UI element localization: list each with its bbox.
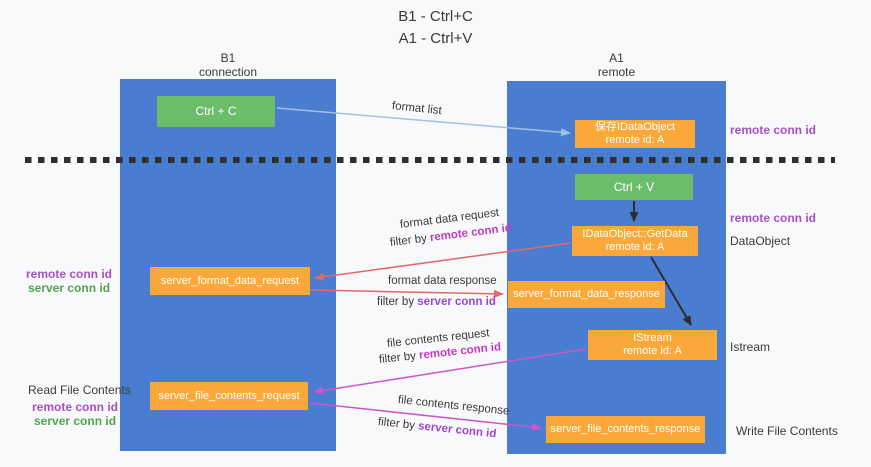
node-server-format-data-request: server_format_data_request: [150, 267, 310, 295]
node-idataobject-getdata: IDataObject::GetData remote id: A: [572, 226, 698, 256]
right-dataobject-label: DataObject: [730, 234, 791, 248]
node-server-format-data-response: server_format_data_response: [508, 281, 665, 308]
istream-line1: IStream: [633, 332, 672, 344]
save-idataobject-line2: remote id: A: [605, 134, 665, 146]
istream-line2: remote id: A: [623, 345, 682, 357]
file-response-label: server_file_contents_response: [550, 423, 701, 435]
right-istream-label: Istream: [730, 340, 771, 354]
dashed-divider: [25, 157, 835, 163]
node-istream: IStream remote id: A: [588, 330, 717, 360]
label-file-contents-response: file contents response: [397, 394, 510, 418]
filter-by-text: filter by: [389, 232, 428, 249]
left-server-conn-id-2: server conn id: [34, 414, 117, 428]
getdata-line2: remote id: A: [605, 241, 665, 253]
label-format-data-response: format data response: [388, 275, 497, 287]
right-remote-conn-id-mid: remote conn id: [730, 211, 817, 225]
lane-b1-name: B1: [220, 51, 236, 65]
filter-by-text: filter by: [378, 350, 417, 366]
diagram-title: B1 - Ctrl+C A1 - Ctrl+V: [0, 6, 871, 50]
title-line-2: A1 - Ctrl+V: [398, 30, 473, 47]
save-idataobject-line1: 保存IDataObject: [594, 121, 676, 133]
node-save-idataobject: 保存IDataObject remote id: A: [575, 120, 695, 148]
lane-header-a1: A1 remote: [507, 51, 726, 79]
lane-a1-role: remote: [597, 65, 636, 79]
left-server-conn-id-1: server conn id: [28, 281, 111, 295]
node-server-file-contents-request: server_file_contents_request: [150, 382, 308, 410]
server-conn-id-highlight: server conn id: [417, 296, 496, 308]
format-request-label: server_format_data_request: [160, 274, 300, 287]
left-remote-conn-id-2: remote conn id: [32, 400, 119, 414]
label-format-list: format list: [391, 100, 443, 118]
right-remote-conn-id-top: remote conn id: [730, 123, 817, 137]
getdata-line1: IDataObject::GetData: [582, 228, 688, 240]
file-request-label: server_file_contents_request: [158, 389, 300, 402]
server-conn-id-highlight: server conn id: [417, 420, 497, 441]
filter-by-text: filter by: [377, 416, 416, 432]
label-filter-server-1: filter by server conn id: [377, 296, 496, 308]
node-server-file-contents-response: server_file_contents_response: [546, 416, 705, 443]
ctrl-c-label: Ctrl + C: [195, 104, 237, 118]
label-filter-server-2: filter by server conn id: [377, 416, 497, 440]
left-read-file-contents: Read File Contents: [28, 383, 131, 397]
title-line-1: B1 - Ctrl+C: [398, 8, 473, 25]
format-response-label: server_format_data_response: [513, 288, 660, 300]
lane-b1-role: connection: [198, 65, 258, 79]
ctrl-v-label: Ctrl + V: [613, 179, 655, 194]
left-remote-conn-id-1: remote conn id: [26, 267, 113, 281]
lane-a1-name: A1: [609, 51, 624, 65]
arrow-format-data-response: [310, 289, 504, 298]
filter-by-text: filter by: [377, 296, 415, 308]
node-ctrl-v: Ctrl + V: [575, 174, 693, 200]
node-ctrl-c: Ctrl + C: [157, 96, 275, 127]
lane-header-b1: B1 connection: [120, 51, 336, 79]
right-write-file-contents: Write File Contents: [736, 424, 838, 438]
